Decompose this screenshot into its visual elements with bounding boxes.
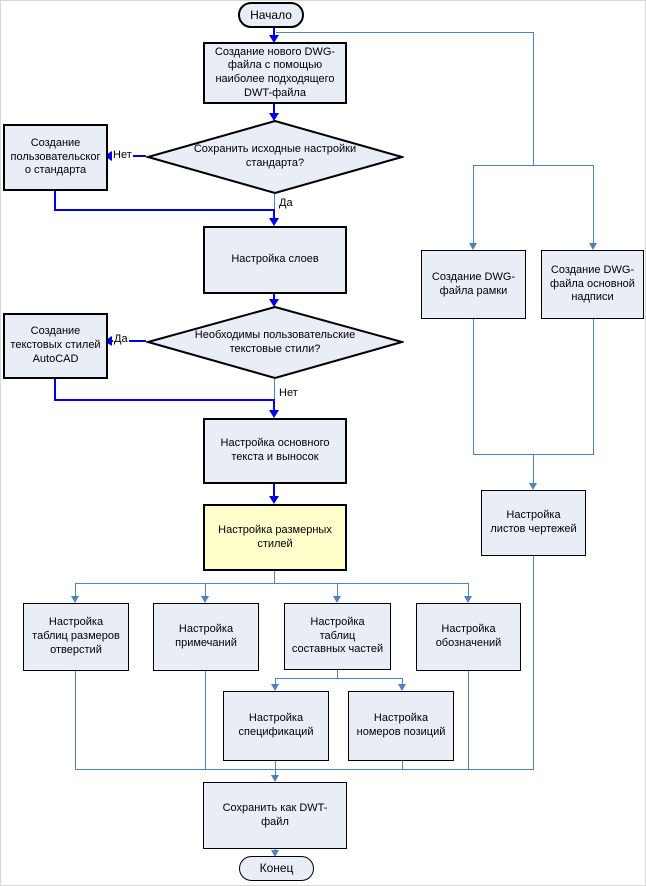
connector-parts-split [275, 678, 403, 679]
connector-parts-down [337, 670, 338, 679]
connector-right-branch-split [473, 165, 594, 166]
flow-custom-standard-return [54, 209, 275, 211]
arrowhead-decision1 [269, 113, 279, 121]
process-custom-standard: Создание пользовательског о стандарта [3, 124, 108, 191]
edge-label-no-2: Нет [278, 387, 299, 399]
flow-to-layers [273, 209, 275, 219]
connector-dimstyles-down [274, 571, 275, 583]
process-notes: Настройка примечаний [153, 603, 259, 671]
flow-autocad-down [54, 379, 56, 401]
edge-label-no-1: Нет [112, 149, 133, 161]
arrowhead-main-text [269, 410, 279, 418]
connector-to-frame [473, 165, 474, 243]
connector-to-symbols [468, 583, 469, 597]
decision-keep-standard-settings-label: Сохранить исходные настройки стандарта? [193, 143, 357, 169]
process-specifications: Настройка спецификаций [223, 691, 329, 761]
connector-right-branch-down [533, 32, 534, 165]
connector-item-numbers-down [402, 761, 403, 770]
arrowhead-save [271, 775, 279, 782]
process-create-dwg: Создание нового DWG- файла с помощью наи… [203, 42, 347, 104]
decision-keep-standard-settings: Сохранить исходные настройки стандарта? [146, 120, 404, 194]
arrowhead-decision2 [269, 299, 279, 307]
connector-sheets-down [533, 556, 534, 769]
arrowhead-symbols [464, 596, 472, 603]
connector-to-item-numbers [402, 678, 403, 685]
arrowhead-hole-tables [71, 596, 79, 603]
flow-to-main-text [273, 399, 275, 410]
arrowhead-create-dwg [269, 35, 279, 43]
connector-bottom-merge [75, 769, 534, 770]
arrowhead-dim-styles [269, 496, 279, 504]
process-save-dwt: Сохранить как DWT- файл [203, 782, 347, 849]
process-main-text: Настройка основного текста и выносок [203, 418, 347, 484]
connector-hole-tables-down [75, 671, 76, 770]
flow-decision2-yes [112, 340, 146, 342]
process-hole-tables: Настройка таблиц размеров отверстий [23, 603, 129, 671]
arrowhead-notes [201, 596, 209, 603]
arrowhead-end [271, 850, 279, 857]
flow-custom-standard-down [54, 191, 56, 211]
connector-to-notes [205, 583, 206, 597]
start-terminator: Начало [238, 2, 304, 28]
process-layers: Настройка слоев [203, 226, 347, 294]
process-autocad-text-styles: Создание текстовых стилей AutoCAD [3, 313, 108, 379]
decision-custom-text-styles-label: Необходимы пользовательские текстовые ст… [194, 328, 356, 355]
edge-label-yes-1: Да [278, 197, 294, 209]
connector-to-specifications [275, 678, 276, 685]
process-parts-tables: Настройка таблиц составных частей [284, 603, 391, 670]
arrowhead-custom-standard [104, 151, 112, 161]
flow-start-down [273, 28, 275, 36]
connector-to-hole-tables [75, 583, 76, 597]
flow-to-decision1 [273, 104, 275, 114]
process-symbols: Настройка обозначений [416, 603, 521, 671]
connector-decision1-yes [274, 194, 275, 210]
flow-to-decision2 [273, 294, 275, 300]
process-dimension-styles: Настройка размерных стилей [203, 504, 347, 571]
arrowhead-item-numbers [398, 684, 406, 691]
arrowhead-frame [469, 243, 477, 250]
connector-symbols-down [468, 671, 469, 770]
flow-to-dim-styles [273, 484, 275, 497]
process-titleblock-dwg: Создание DWG- файла основной надписи [541, 250, 644, 319]
connector-to-sheets [533, 454, 534, 484]
arrowhead-autocad-text-styles [104, 336, 112, 346]
process-sheets: Настройка листов чертежей [481, 490, 586, 556]
arrowhead-titleblock [589, 243, 597, 250]
process-item-numbers: Настройка номеров позиций [348, 691, 454, 761]
edge-label-yes-2: Да [113, 333, 129, 345]
connector-to-titleblock [593, 165, 594, 243]
arrowhead-sheets [529, 483, 537, 490]
arrowhead-specifications [271, 684, 279, 691]
arrowhead-parts-tables [333, 596, 341, 603]
connector-four-way-split [75, 583, 469, 584]
connector-to-parts-tables [337, 583, 338, 597]
connector-frame-down [473, 319, 474, 455]
connector-notes-down [205, 671, 206, 770]
process-frame-dwg: Создание DWG- файла рамки [421, 250, 526, 319]
connector-decision2-no [274, 379, 275, 400]
arrowhead-layers [269, 218, 279, 226]
end-terminator: Конец [239, 856, 314, 881]
connector-to-save [275, 761, 276, 776]
connector-titleblock-down [593, 319, 594, 455]
decision-custom-text-styles: Необходимы пользовательские текстовые ст… [146, 306, 404, 379]
flow-autocad-return [54, 399, 275, 401]
connector-start-to-right-branch [276, 32, 533, 33]
